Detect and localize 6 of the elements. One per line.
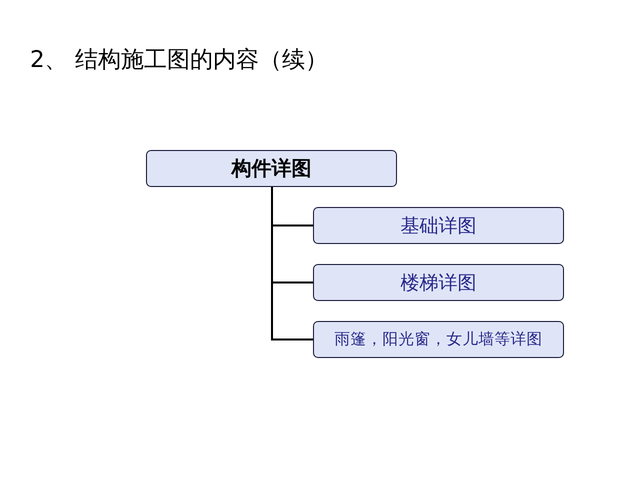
item-box: 基础详图: [313, 207, 564, 244]
root-box: 构件详图: [146, 150, 397, 187]
item-box: 楼梯详图: [313, 264, 564, 301]
connector-line: [271, 187, 313, 340]
item-box: 雨篷，阳光窗，女儿墙等详图: [313, 321, 564, 358]
title: 2、 结构施工图的内容（续）: [30, 46, 328, 75]
